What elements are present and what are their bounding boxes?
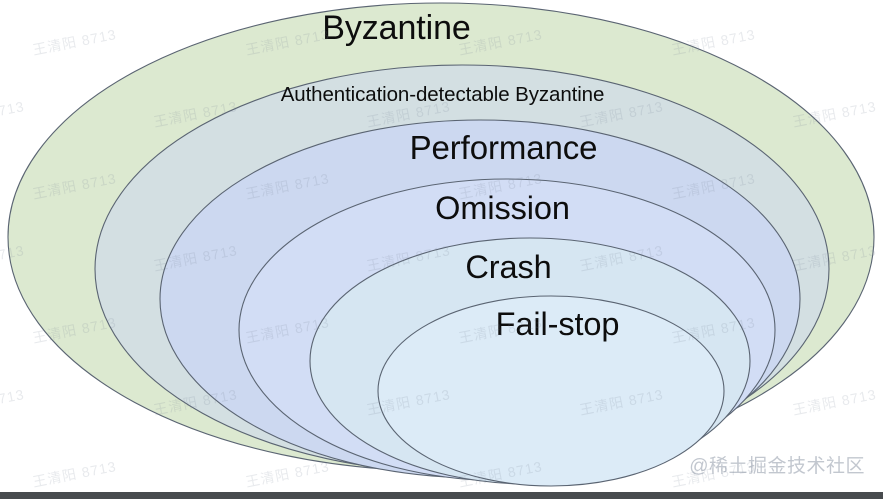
label-crash: Crash [465,249,552,285]
label-fail-stop: Fail-stop [495,306,620,342]
brand-watermark: @稀土掘金技术社区 [689,456,865,477]
label-performance: Performance [409,129,598,166]
bottom-bar [0,492,883,499]
label-omission: Omission [435,190,570,226]
ellipse-fail-stop [377,295,725,487]
label-byzantine: Byzantine [322,9,471,47]
label-authentication-detectable-byzantine: Authentication-detectable Byzantine [280,83,605,106]
